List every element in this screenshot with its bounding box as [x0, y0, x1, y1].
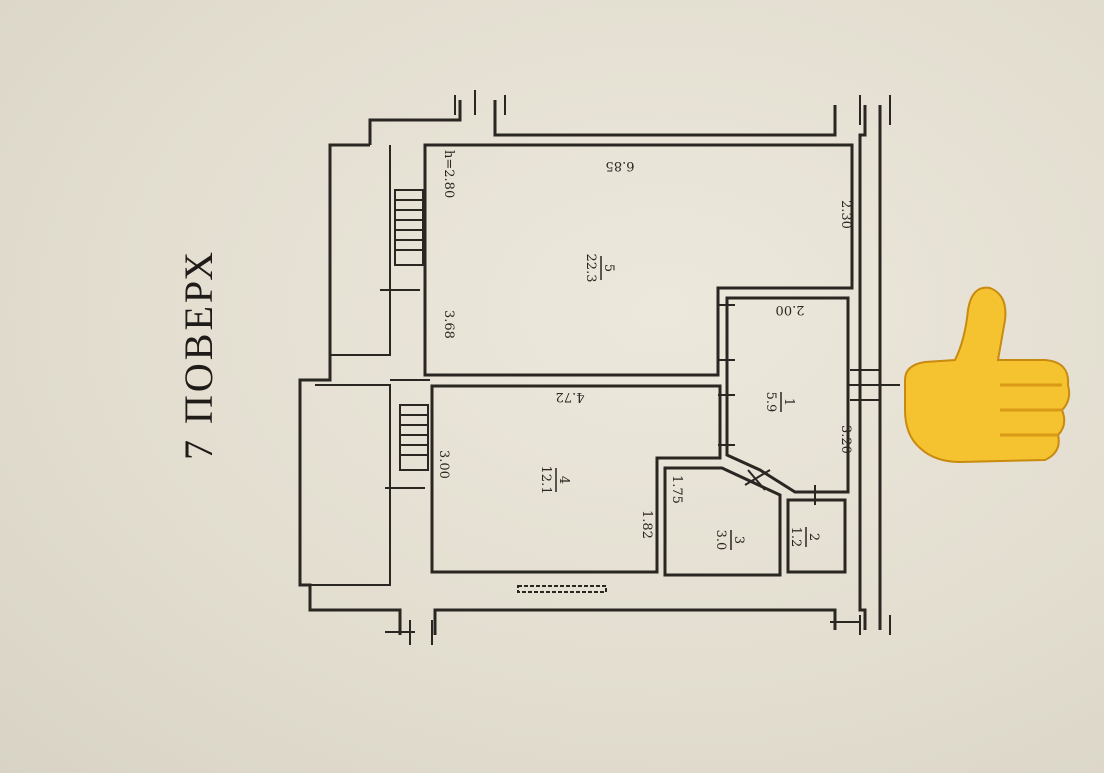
room-1-label: 1 5.9: [763, 392, 796, 413]
outer-walls: [298, 90, 891, 645]
room-4-label: 4 12.1: [538, 466, 571, 495]
thumbs-up-icon: [904, 286, 1071, 464]
dim-room5-length: 6.85: [606, 158, 635, 173]
dim-room3-side: 1.75: [669, 475, 684, 504]
room-2-label: 2 1.2: [788, 527, 821, 548]
svg-text:2: 2: [806, 533, 821, 541]
svg-text:12.1: 12.1: [538, 466, 553, 495]
dim-hall-side: 3.20: [838, 425, 853, 454]
dim-room5-width: 3.68: [441, 310, 456, 339]
svg-text:1: 1: [781, 398, 796, 406]
room-5-outline: [423, 143, 854, 377]
room-4-outline: [430, 384, 722, 574]
dim-ceiling-height: h=2.80: [441, 150, 456, 198]
dim-room4-length: 4.72: [556, 389, 585, 404]
floor-title: 7 ПОВЕРХ: [176, 249, 221, 460]
svg-text:5.9: 5.9: [763, 392, 778, 413]
room-5-label: 5 22.3: [583, 254, 616, 283]
svg-text:1.2: 1.2: [788, 527, 803, 548]
svg-text:3: 3: [731, 536, 746, 544]
svg-text:5: 5: [601, 264, 616, 272]
dim-room4-small: 1.82: [639, 510, 654, 539]
dim-room4-width: 3.00: [436, 450, 451, 479]
svg-text:3.0: 3.0: [713, 530, 728, 551]
dim-hall-top: 2.00: [776, 302, 805, 317]
window-marks: [380, 189, 607, 593]
room-3-outline: [663, 466, 782, 577]
svg-text:4: 4: [556, 476, 571, 484]
svg-text:22.3: 22.3: [583, 254, 598, 283]
room-3-label: 3 3.0: [713, 530, 746, 551]
room-2-outline: [786, 498, 847, 574]
room-1-outline: [725, 296, 850, 494]
dim-room5-right: 2.30: [838, 200, 853, 229]
